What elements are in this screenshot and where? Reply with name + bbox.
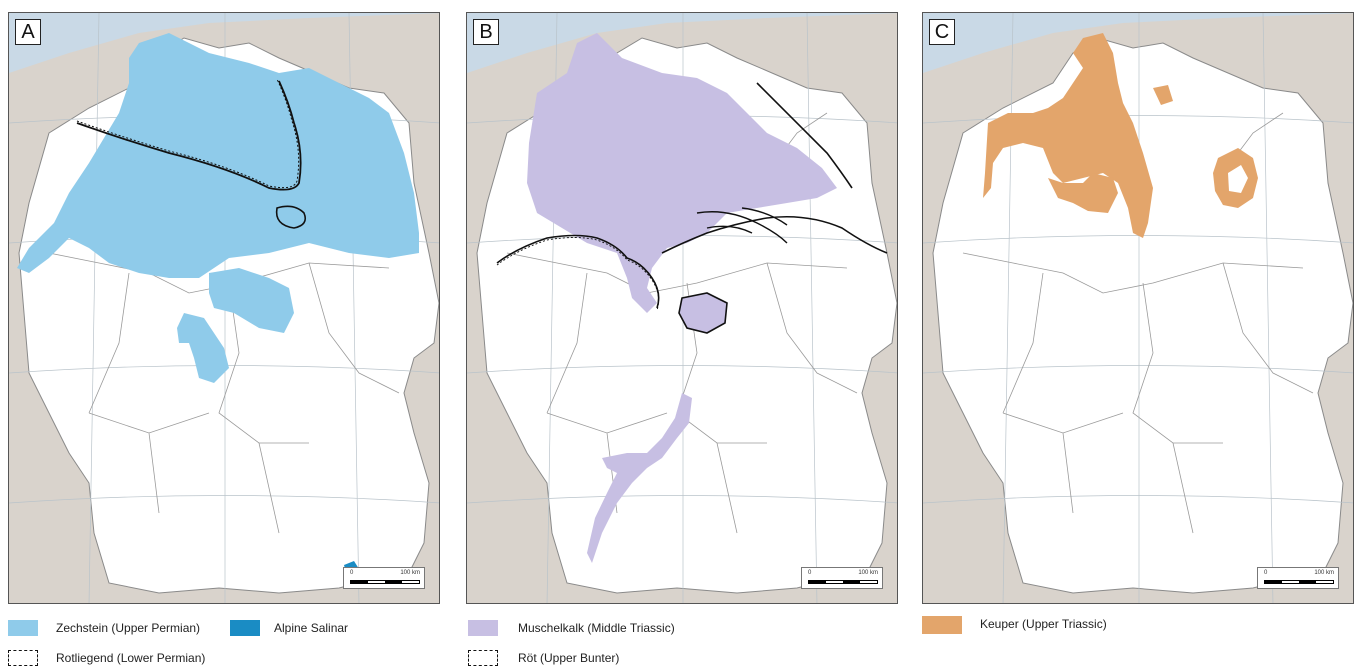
roet-boundary-ne (756, 82, 853, 189)
legend: Zechstein (Upper Permian) Alpine Salinar… (0, 612, 1366, 671)
legend-label-keuper: Keuper (Upper Triassic) (980, 617, 1107, 631)
state-boundaries (48, 112, 400, 534)
rotliegend-boundary (76, 80, 302, 191)
panel-label-a: A (15, 19, 41, 45)
scale-bar-b: 0 100 km (801, 567, 883, 589)
panel-label-b: B (473, 19, 499, 45)
scale-bar-c: 0 100 km (1257, 567, 1339, 589)
legend-label-muschelkalk: Muschelkalk (Middle Triassic) (518, 621, 675, 635)
legend-label-rotliegend: Rotliegend (Lower Permian) (56, 651, 206, 665)
legend-label-alpine-salinar: Alpine Salinar (274, 621, 349, 635)
roet-boundary-ridges (696, 207, 788, 244)
map-panel-c-map (923, 13, 1353, 603)
map-panel-a: A 0 100 km (8, 12, 440, 604)
rotliegend-boundary-loop (275, 205, 307, 229)
legend-swatch-alpine-salinar (230, 620, 260, 636)
legend-swatch-roet (468, 650, 498, 666)
scale-bar-a: 0 100 km (343, 567, 425, 589)
legend-item-zechstein: Zechstein (Upper Permian) (8, 620, 268, 638)
legend-label-zechstein: Zechstein (Upper Permian) (56, 621, 201, 635)
zechstein-area-south (177, 313, 229, 383)
keuper-area-west (983, 33, 1153, 238)
scale-zero-c: 0 (1264, 570, 1268, 576)
legend-item-keuper: Keuper (Upper Triassic) (922, 616, 1222, 634)
scale-zero-a: 0 (350, 570, 354, 576)
roet-boundary-loop (678, 292, 728, 334)
map-panel-b-map (467, 13, 897, 603)
legend-swatch-muschelkalk (468, 620, 498, 636)
legend-item-roet: Röt (Upper Bunter) (468, 650, 768, 668)
state-boundaries (962, 112, 1314, 534)
zechstein-area (17, 33, 419, 278)
muschelkalk-area-south (587, 393, 692, 563)
legend-item-alpine-salinar: Alpine Salinar (230, 620, 380, 638)
map-panel-b: B 0 100 km (466, 12, 898, 604)
scale-distance-c: 100 km (1314, 570, 1334, 576)
muschelkalk-area-central (679, 293, 727, 333)
roet-boundary (496, 215, 888, 309)
scale-zero-b: 0 (808, 570, 812, 576)
legend-label-roet: Röt (Upper Bunter) (518, 651, 620, 665)
legend-item-rotliegend: Rotliegend (Lower Permian) (8, 650, 268, 668)
keuper-area-ne (1153, 85, 1173, 105)
scale-distance-a: 100 km (400, 570, 420, 576)
legend-swatch-rotliegend (8, 650, 38, 666)
muschelkalk-area (527, 33, 837, 313)
zechstein-area-central (209, 268, 294, 333)
map-panel-c: C 0 100 km (922, 12, 1354, 604)
legend-item-muschelkalk: Muschelkalk (Middle Triassic) (468, 620, 768, 638)
legend-swatch-keuper (922, 616, 962, 634)
keuper-area-central (1048, 173, 1118, 213)
map-panel-a-map (9, 13, 439, 603)
legend-swatch-zechstein (8, 620, 38, 636)
panel-label-c: C (929, 19, 955, 45)
scale-distance-b: 100 km (858, 570, 878, 576)
roet-boundary-dashed (496, 237, 660, 311)
keuper-area-east (1213, 148, 1258, 208)
